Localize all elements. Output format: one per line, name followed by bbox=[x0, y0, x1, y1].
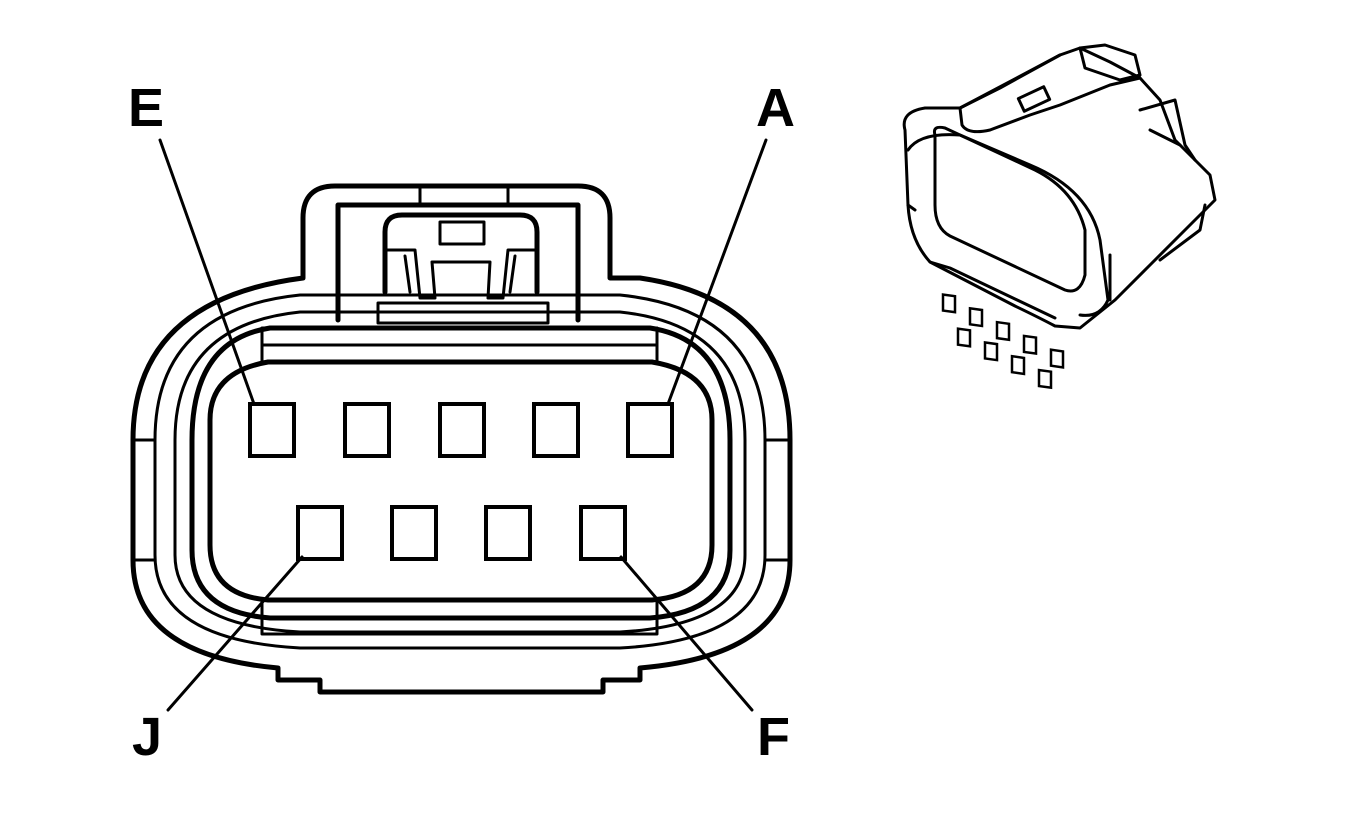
bottom-rail bbox=[906, 203, 1112, 320]
terminal-3d bbox=[995, 320, 1011, 342]
latch-window bbox=[1016, 85, 1052, 113]
terminal bbox=[390, 505, 438, 561]
connector-face bbox=[933, 125, 1087, 293]
terminal-3d bbox=[1049, 348, 1065, 369]
face-rim bbox=[906, 133, 1110, 317]
pin-label-a: A bbox=[756, 78, 795, 138]
terminal bbox=[438, 402, 486, 458]
terminal-a bbox=[626, 402, 674, 458]
pin-row-top bbox=[248, 402, 674, 458]
terminal bbox=[484, 505, 532, 561]
leader-line-a bbox=[666, 138, 768, 406]
leader-line-j bbox=[166, 555, 304, 712]
seal-ring-inner bbox=[189, 325, 733, 621]
terminal-3d bbox=[1010, 354, 1026, 376]
pin-label-j: J bbox=[132, 707, 162, 767]
rear-lock bbox=[1078, 43, 1142, 82]
terminal-f bbox=[579, 505, 627, 561]
terminal-3d bbox=[983, 341, 999, 362]
terminal-3d bbox=[941, 293, 957, 314]
terminal-3d bbox=[1037, 368, 1053, 390]
terminal bbox=[532, 402, 580, 458]
leader-line-f bbox=[619, 555, 754, 712]
connector-body bbox=[902, 46, 1217, 330]
pin-label-f: F bbox=[757, 707, 790, 767]
leader-line-e bbox=[158, 138, 256, 406]
seal-ring-mid bbox=[173, 310, 747, 634]
pin-row-bottom bbox=[296, 505, 627, 561]
terminal bbox=[343, 402, 391, 458]
pin-label-e: E bbox=[128, 78, 164, 138]
latch-ridge bbox=[958, 53, 1062, 110]
terminal-3d bbox=[1022, 334, 1038, 356]
seal-ring-outer bbox=[153, 293, 767, 650]
locking-latch bbox=[335, 184, 581, 325]
side-rail bbox=[1138, 98, 1207, 262]
terminal-e bbox=[248, 402, 296, 458]
latch-housing bbox=[958, 76, 1142, 134]
pin-cavity bbox=[207, 359, 715, 603]
housing-outline bbox=[130, 183, 793, 695]
terminal-3d bbox=[956, 327, 972, 348]
terminal-3d bbox=[968, 306, 984, 328]
connector-3d-view bbox=[902, 43, 1217, 390]
terminal-j bbox=[296, 505, 344, 561]
connector-front-view: E A J F bbox=[128, 78, 795, 767]
